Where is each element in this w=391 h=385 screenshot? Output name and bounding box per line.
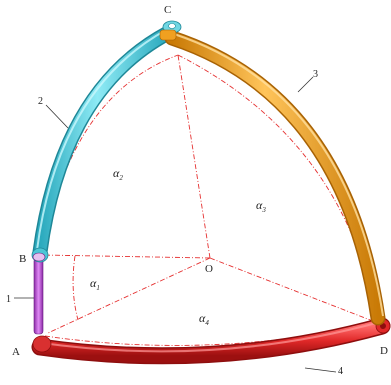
link-2 (31, 25, 176, 263)
link-label-4: 4 (338, 366, 343, 377)
angle-arc-1 (72, 255, 79, 321)
construction-great-circle-bc (41, 54, 179, 256)
point-label-a: A (12, 346, 20, 358)
construction-great-circle-cd (177, 54, 379, 324)
joint-b (32, 252, 46, 262)
point-label-c: C (164, 4, 171, 16)
point-label-o: O (205, 263, 213, 275)
link-4 (31, 317, 391, 365)
angle-label-alpha1: α1 (90, 276, 100, 292)
radius-oa (47, 257, 211, 334)
link-label-2: 2 (38, 96, 43, 107)
radius-ob (41, 254, 211, 259)
leader-lines (14, 76, 337, 373)
angle-label-alpha4: α4 (199, 311, 209, 327)
link-label-3: 3 (313, 69, 318, 80)
link-label-1: 1 (6, 294, 11, 305)
link-1 (33, 257, 44, 335)
point-label-b: B (19, 253, 26, 265)
joint-a-end (32, 335, 52, 353)
angle-label-alpha2: α2 (113, 166, 123, 182)
point-label-d: D (380, 345, 388, 357)
angle-label-alpha3: α3 (256, 198, 266, 214)
joint-c (159, 20, 182, 41)
radius-oc (177, 54, 211, 259)
radius-od (209, 257, 379, 324)
link-3 (164, 30, 386, 326)
